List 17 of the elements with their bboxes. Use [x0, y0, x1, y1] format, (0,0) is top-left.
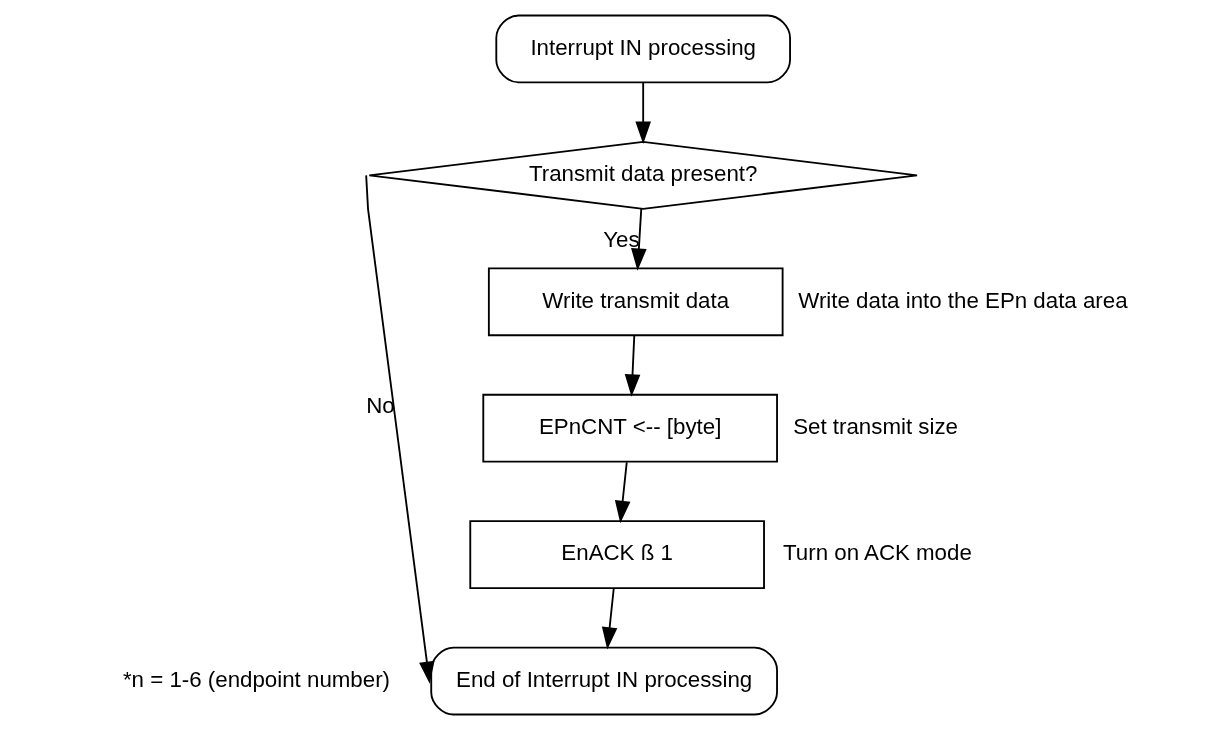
node-box: EPnCNT <-- [byte]	[481, 393, 778, 463]
arrow	[614, 461, 630, 524]
node-box: End of Interrupt IN processing	[429, 646, 778, 716]
label: *n = 1-6 (endpoint number)	[122, 666, 390, 692]
node-box: Interrupt IN processing	[494, 14, 791, 84]
arrow	[364, 174, 435, 684]
arrow	[634, 82, 651, 144]
edge-label: Yes	[602, 226, 640, 252]
arrow	[624, 334, 640, 397]
node-box: Write transmit data	[487, 267, 784, 337]
node-label: Set transmit size	[792, 413, 958, 439]
node-label: Write data into the EPn data area	[797, 287, 1128, 313]
arrow	[630, 207, 647, 271]
node-diamond: Transmit data present?	[367, 140, 918, 210]
node-box: EnACK ß 1	[468, 520, 765, 590]
arrow	[601, 587, 617, 650]
node-label: Turn on ACK mode	[782, 540, 972, 566]
